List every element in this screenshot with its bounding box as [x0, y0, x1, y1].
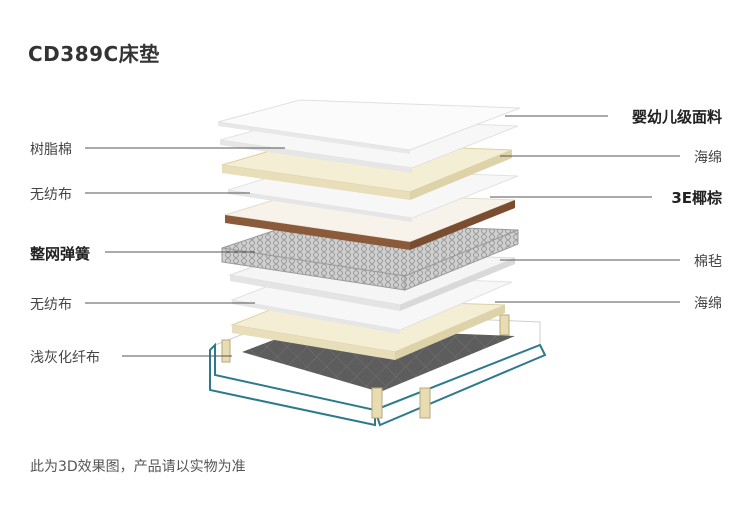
- label-foam-bottom: 海绵: [694, 296, 722, 312]
- label-infant-grade-fabric: 婴幼儿级面料: [631, 108, 722, 126]
- label-coir: 3E椰棕: [671, 189, 722, 207]
- label-nonwoven-top: 无纺布: [30, 187, 72, 203]
- top-fabric-layer: [217, 99, 521, 154]
- label-nonwoven-bottom: 无纺布: [30, 297, 72, 313]
- label-spring-unit: 整网弹簧: [30, 245, 91, 263]
- label-light-gray-fabric: 浅灰化纤布: [30, 350, 100, 366]
- label-resin-cotton: 树脂棉: [30, 142, 72, 158]
- page-title: CD389C床垫: [28, 42, 160, 66]
- disclaimer-note: 此为3D效果图，产品请以实物为准: [30, 459, 246, 475]
- left-leader-lines: [85, 147, 285, 357]
- right-leader-lines: [490, 115, 680, 303]
- label-felt: 棉毡: [694, 254, 722, 270]
- label-foam-top: 海绵: [694, 150, 722, 166]
